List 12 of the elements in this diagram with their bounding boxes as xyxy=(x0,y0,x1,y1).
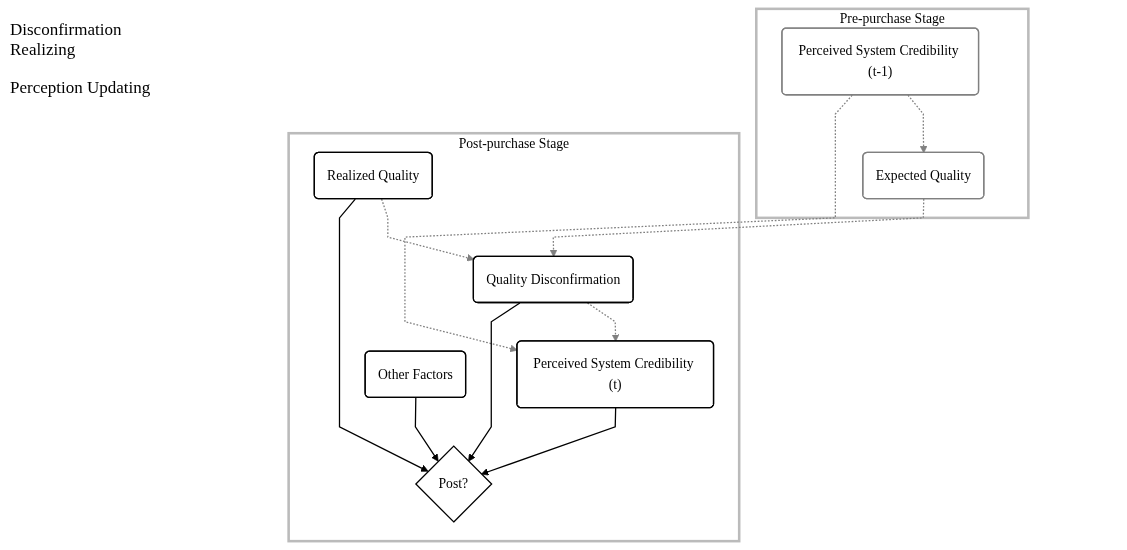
annotation-label: Disconfirmation Realizing xyxy=(10,20,123,60)
arrow xyxy=(414,397,439,462)
arrow xyxy=(404,94,853,353)
arrow xyxy=(907,94,928,154)
annotation-label: Perception Updating xyxy=(10,78,152,98)
arrow xyxy=(338,198,429,472)
node-diamond: Post? xyxy=(414,445,493,523)
arrow xyxy=(549,198,925,258)
arrow xyxy=(381,198,475,262)
arrow xyxy=(468,302,521,462)
arrow xyxy=(586,302,620,342)
arrow xyxy=(481,407,617,476)
